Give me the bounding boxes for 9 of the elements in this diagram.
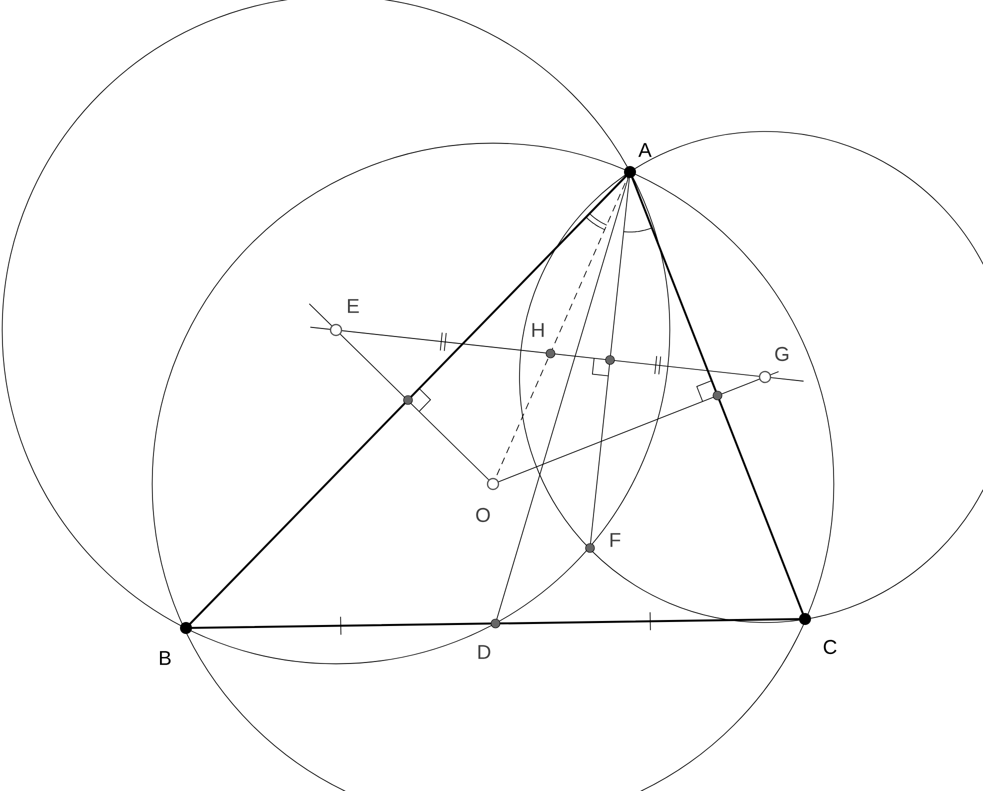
point-label: C	[824, 640, 836, 654]
point-label: E	[348, 299, 359, 313]
point-label: O	[476, 508, 490, 522]
point-label: D	[478, 645, 490, 659]
point-label: B	[160, 651, 171, 665]
point-label: G	[775, 346, 788, 362]
point-label: F	[610, 533, 620, 547]
point-label: A	[638, 143, 652, 157]
point-label: H	[532, 323, 544, 337]
